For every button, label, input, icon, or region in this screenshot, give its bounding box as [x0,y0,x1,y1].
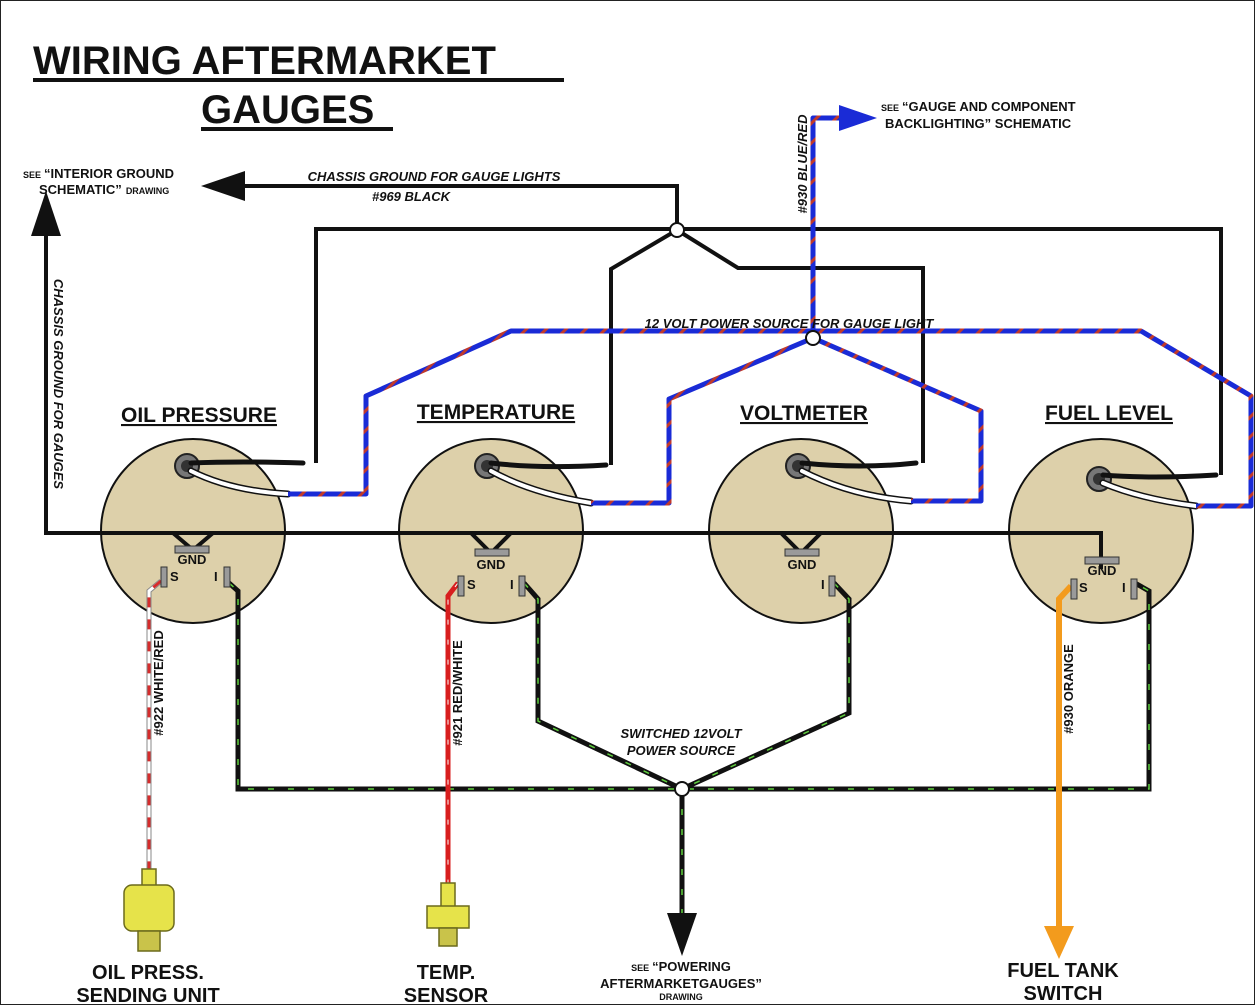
note-switched-power: SWITCHED 12VOLT POWER SOURCE [620,726,742,758]
gauge-label-temperature: TEMPERATURE [417,401,575,424]
label-oil-sending-unit: OIL PRESS. SENDING UNIT [76,962,219,1005]
arrow-chassis-ground [31,191,61,236]
junction-nodes [669,222,821,797]
svg-text:S: S [467,577,476,592]
svg-text:SWITCHED 12VOLT: SWITCHED 12VOLT [620,726,742,741]
gauge-light-ground-wires [241,184,1223,475]
label-oil-wire: #922 WHITE/RED [151,630,166,735]
gauge-terminals [160,545,1138,600]
svg-text:S: S [1079,580,1088,595]
title-line1: WIRING AFTERMARKET [33,39,496,83]
svg-text:GND: GND [178,552,207,567]
svg-text:FUEL TANK: FUEL TANK [1007,960,1119,982]
label-12v-power-source: 12 VOLT POWER SOURCE FOR GAUGE LIGHT [645,316,935,331]
label-temp-sensor: TEMP. SENSOR [404,962,489,1005]
svg-text:SEE“POWERING: SEE“POWERING [631,959,731,974]
terminal-labels: GND S I GND S I GND I GND S I [170,552,1126,595]
label-chassis-ground-gauges: CHASSIS GROUND FOR GAUGES [51,279,66,490]
note-interior-ground: SEE“INTERIOR GROUND SCHEMATIC”DRAWING [23,166,174,197]
socket-leads [187,459,1219,510]
arrow-fuel [1044,926,1074,959]
label-fuel-wire: #930 ORANGE [1061,644,1076,734]
svg-text:SEE“INTERIOR GROUND: SEE“INTERIOR GROUND [23,166,174,181]
svg-text:SCHEMATIC”DRAWING: SCHEMATIC”DRAWING [39,182,169,197]
svg-text:#969 BLACK: #969 BLACK [372,189,452,204]
label-fuel-tank-switch: FUEL TANK SWITCH [1007,960,1119,1005]
svg-text:DRAWING: DRAWING [659,992,703,1002]
chassis-ground-wire [44,231,1103,569]
svg-text:I: I [1122,580,1126,595]
oil-sending-unit [123,868,175,952]
svg-text:AFTERMARKETGAUGES”: AFTERMARKETGAUGES” [600,976,762,991]
svg-text:CHASSIS GROUND FOR GAUGE LIGHT: CHASSIS GROUND FOR GAUGE LIGHTS [308,169,561,184]
power-12v-wires [288,115,1254,509]
temp-sensor [426,882,470,947]
sender-wires [146,579,1074,931]
svg-text:SENSOR: SENSOR [404,985,489,1005]
note-backlighting: SEE“GAUGE AND COMPONENT BACKLIGHTING” SC… [881,99,1076,131]
svg-text:GND: GND [788,557,817,572]
svg-text:I: I [821,577,825,592]
label-temp-wire: #921 RED/WHITE [450,640,465,746]
arrow-backlighting [839,105,877,131]
note-powering: SEE“POWERING AFTERMARKETGAUGES” DRAWING [600,959,762,1002]
svg-text:SEE“GAUGE AND COMPONENT: SEE“GAUGE AND COMPONENT [881,99,1076,114]
svg-text:GND: GND [477,557,506,572]
svg-text:GND: GND [1088,563,1117,578]
title-line2: GAUGES [201,88,374,132]
svg-text:SENDING UNIT: SENDING UNIT [76,985,219,1005]
label-blue-red-wire: #930 BLUE/RED [795,114,810,214]
svg-text:OIL PRESS.: OIL PRESS. [92,962,204,984]
gauge-label-fuel-level: FUEL LEVEL [1045,402,1173,425]
svg-text:I: I [214,569,218,584]
arrow-interior-ground [201,171,245,201]
svg-text:SWITCH: SWITCH [1024,983,1103,1005]
svg-text:S: S [170,569,179,584]
gauge-label-voltmeter: VOLTMETER [740,402,868,425]
svg-text:TEMP.: TEMP. [417,962,476,984]
switched-power-wires [227,580,1152,919]
note-chassis-gauge-lights: CHASSIS GROUND FOR GAUGE LIGHTS #969 BLA… [308,169,561,204]
svg-text:I: I [510,577,514,592]
arrow-powering [667,913,697,956]
gauge-label-oil-pressure: OIL PRESSURE [121,404,277,427]
svg-text:POWER SOURCE: POWER SOURCE [627,743,736,758]
svg-text:BACKLIGHTING” SCHEMATIC: BACKLIGHTING” SCHEMATIC [885,116,1072,131]
